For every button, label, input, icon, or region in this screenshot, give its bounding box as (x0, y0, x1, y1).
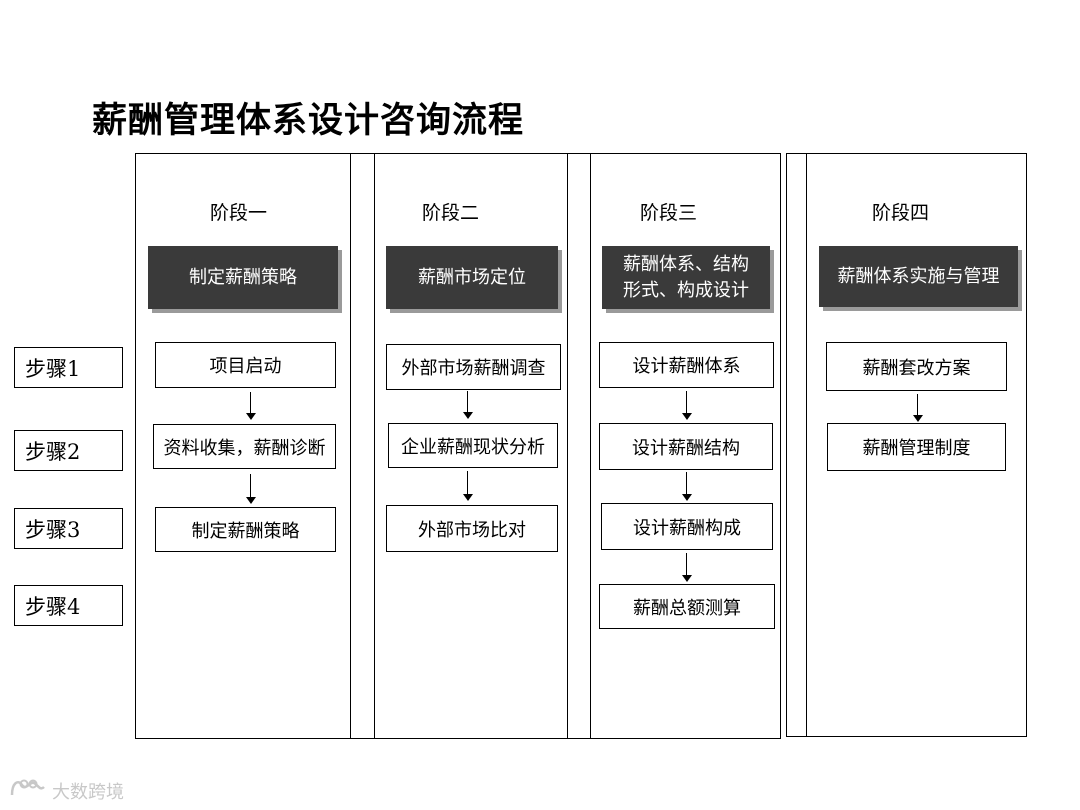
column-divider (590, 153, 591, 739)
flow-arrow (913, 394, 923, 422)
stage-3-header-line-2: 形式、构成设计 (623, 279, 749, 301)
step-1-label: 步骤1 (14, 347, 123, 388)
flow-arrow (246, 392, 256, 420)
stage-4-step-1-box: 薪酬套改方案 (826, 342, 1007, 391)
stage-2-step-3-box: 外部市场比对 (386, 505, 558, 552)
flow-arrow (682, 472, 692, 501)
column-divider (374, 153, 375, 739)
column-divider (567, 153, 568, 739)
stage-3-header-line-1: 薪酬体系、结构 (623, 253, 749, 275)
stage-3-step-2-box: 设计薪酬结构 (599, 423, 773, 470)
flow-arrow (682, 553, 692, 582)
column-divider (806, 153, 807, 737)
column-divider (350, 153, 351, 739)
stage-4-header: 薪酬体系实施与管理 (819, 246, 1018, 307)
flow-arrow (246, 474, 256, 504)
stage-1-header-text: 制定薪酬策略 (189, 266, 297, 288)
step-2-label: 步骤2 (14, 430, 123, 471)
stage-3-header: 薪酬体系、结构 形式、构成设计 (602, 246, 770, 309)
step-4-label: 步骤4 (14, 585, 123, 626)
stage-1-label: 阶段一 (210, 202, 268, 224)
stage-2-step-2-box: 企业薪酬现状分析 (388, 423, 558, 468)
stage-2-step-1-box: 外部市场薪酬调查 (386, 344, 561, 390)
stage-2-label: 阶段二 (422, 202, 480, 224)
stage-4-header-text: 薪酬体系实施与管理 (837, 265, 1000, 287)
stage-3-step-3-box: 设计薪酬构成 (601, 503, 773, 550)
stage-4-label: 阶段四 (872, 202, 930, 224)
diagram-frame (135, 153, 781, 739)
watermark-logo-icon (8, 775, 48, 806)
stage-1-step-2-box: 资料收集，薪酬诊断 (153, 424, 336, 469)
flow-arrow (463, 391, 473, 419)
stage-2-header: 薪酬市场定位 (386, 246, 558, 309)
flow-arrow (682, 391, 692, 420)
stage-1-header: 制定薪酬策略 (148, 246, 338, 309)
stage-2-header-text: 薪酬市场定位 (418, 266, 526, 288)
stage-3-step-1-box: 设计薪酬体系 (599, 342, 774, 388)
page-title: 薪酬管理体系设计咨询流程 (92, 101, 525, 141)
watermark: 大数跨境 (8, 775, 124, 806)
stage-4-step-2-box: 薪酬管理制度 (827, 423, 1006, 471)
stage-1-step-3-box: 制定薪酬策略 (155, 507, 336, 552)
diagram-frame-right (786, 153, 1027, 737)
watermark-text: 大数跨境 (52, 781, 124, 803)
stage-3-step-4-box: 薪酬总额测算 (599, 584, 775, 629)
step-3-label: 步骤3 (14, 508, 123, 549)
stage-3-label: 阶段三 (640, 202, 698, 224)
stage-1-step-1-box: 项目启动 (155, 342, 336, 388)
flow-arrow (463, 471, 473, 501)
